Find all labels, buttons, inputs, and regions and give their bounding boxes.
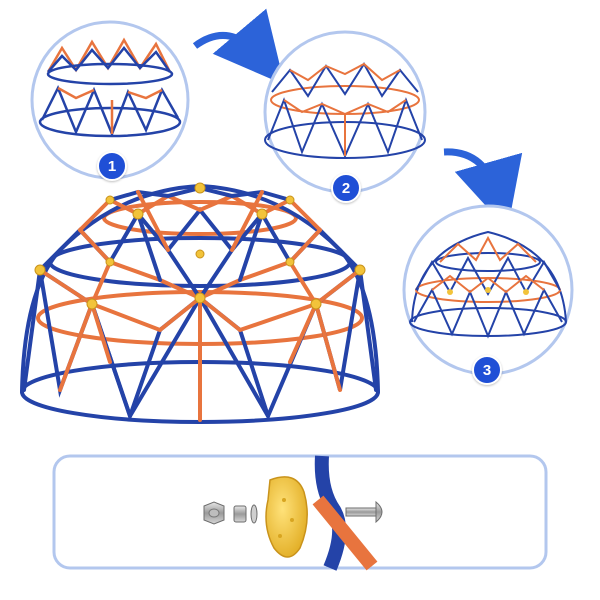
- curved-arrow-icon: [443, 148, 523, 230]
- climbing-hold-icon: [265, 476, 308, 558]
- step-1-circle: [30, 20, 190, 180]
- step-1-ring-frame: [38, 37, 182, 138]
- step-3-badge: 3: [472, 355, 502, 385]
- step-2-circle: [263, 30, 427, 194]
- hardware-detail-panel: [52, 454, 548, 571]
- joint-markers: [34, 182, 366, 310]
- step-2-partial-dome: [264, 62, 426, 159]
- curved-arrow-icon: [192, 8, 285, 85]
- step-3-dome: [409, 230, 567, 339]
- main-geodome: [20, 182, 380, 424]
- step-3-circle: [402, 204, 574, 376]
- bolt-icon: [345, 500, 383, 524]
- step-1-badge: 1: [97, 151, 127, 181]
- washer-icon: [233, 504, 258, 524]
- step-2-badge: 2: [331, 173, 361, 203]
- nut-icon: [203, 501, 225, 525]
